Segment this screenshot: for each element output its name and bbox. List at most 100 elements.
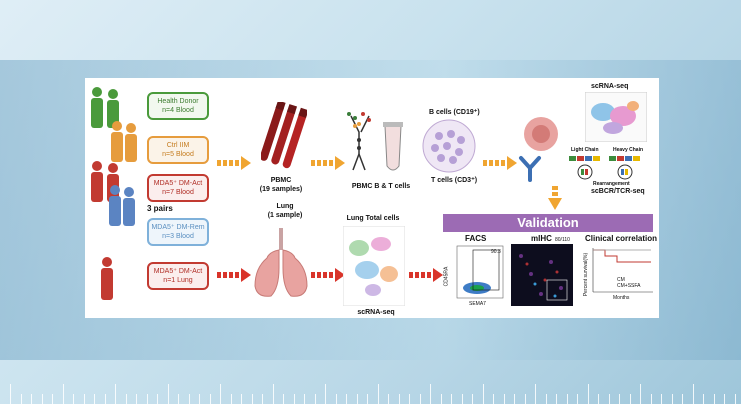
km-y-axis-label: Percent survival(%) bbox=[583, 252, 590, 297]
group-box-remission: MDA5⁺ DM-Rem n=3 Blood bbox=[147, 218, 209, 246]
ctrl-figures-icon bbox=[111, 121, 137, 162]
timeline-tick bbox=[304, 394, 305, 404]
b-cells-label: B cells (CD19⁺) bbox=[429, 109, 480, 116]
group-box-healthy: Health Donor n=4 Blood bbox=[147, 92, 209, 120]
mihc-image-icon bbox=[511, 244, 573, 306]
timeline-tick bbox=[503, 394, 505, 404]
t-cells-label: T cells (CD3⁺) bbox=[431, 177, 478, 184]
timeline-tick bbox=[230, 394, 232, 404]
timeline-tick bbox=[608, 394, 610, 404]
timeline-tick bbox=[178, 394, 179, 404]
timeline-tick bbox=[146, 394, 148, 404]
timeline-tick bbox=[640, 384, 641, 404]
timeline-tick bbox=[724, 394, 725, 404]
patient-figures bbox=[91, 87, 137, 300]
active-figures-icon bbox=[91, 161, 119, 202]
cell-plate-icon bbox=[422, 119, 476, 173]
scrna-seq-bottom-label: scRNA-seq bbox=[357, 309, 395, 316]
pbmc-label: PBMC(19 samples) bbox=[259, 177, 303, 193]
group-box-ctrl: Ctrl IIM n=5 Blood bbox=[147, 136, 209, 164]
facs-title: FACS bbox=[465, 234, 487, 243]
timeline-tick bbox=[419, 394, 421, 404]
timeline-tick bbox=[682, 394, 683, 404]
group-title: MDA5⁺ DM-Rem bbox=[151, 224, 205, 231]
timeline-tick bbox=[472, 394, 473, 404]
pbmc-bt-label: PBMC B & T cells bbox=[351, 183, 411, 190]
group-title: Health Donor bbox=[157, 98, 199, 105]
timeline-tick bbox=[367, 394, 368, 404]
timeline-tick bbox=[734, 394, 736, 404]
timeline-tick bbox=[272, 384, 274, 404]
timeline-tick bbox=[629, 394, 631, 404]
timeline-tick bbox=[157, 394, 158, 404]
km-legend-cm-ssfa: CM+SSFA bbox=[617, 283, 641, 289]
timeline-tick bbox=[692, 384, 694, 404]
group-count: n=1 Lung bbox=[163, 277, 193, 284]
timeline-tick bbox=[325, 384, 326, 404]
timeline-tick bbox=[409, 394, 410, 404]
b-cell-icon bbox=[524, 117, 558, 151]
km-x-axis-label: Months bbox=[613, 295, 630, 301]
timeline-tick bbox=[335, 394, 337, 404]
timeline-tick bbox=[461, 394, 463, 404]
lung-patient-figure-icon bbox=[101, 257, 113, 300]
remission-figures-icon bbox=[109, 185, 135, 226]
arrow-to-cell-icon bbox=[483, 156, 517, 170]
km-plot-icon bbox=[592, 248, 653, 293]
light-chain-label: Light Chain bbox=[571, 147, 599, 153]
chain-segments-icon bbox=[569, 156, 640, 180]
timeline-tick bbox=[598, 394, 599, 404]
validation-banner: Validation bbox=[443, 214, 653, 232]
timeline-tick bbox=[293, 394, 295, 404]
timeline-ticks bbox=[0, 364, 741, 404]
timeline-tick bbox=[535, 384, 536, 404]
group-box-lung: MDA5⁺ DM-Act n=1 Lung bbox=[147, 262, 209, 290]
timeline-tick bbox=[619, 394, 620, 404]
facs-plot-icon bbox=[456, 245, 504, 299]
timeline-tick bbox=[566, 394, 568, 404]
lung-umap-icon bbox=[343, 226, 405, 306]
group-title: MDA5⁺ DM-Act bbox=[153, 180, 203, 187]
arrow-to-pbmc-icon bbox=[217, 156, 251, 170]
timeline-tick bbox=[41, 394, 43, 404]
timeline-tick bbox=[52, 394, 53, 404]
timeline-tick bbox=[661, 394, 662, 404]
arrow-down-validation-icon bbox=[548, 186, 562, 210]
timeline-tick bbox=[199, 394, 200, 404]
arrow-to-lungcells-icon bbox=[311, 268, 345, 282]
group-box-active: MDA5⁺ DM-Act n=7 Blood bbox=[147, 174, 209, 202]
antibody-icon bbox=[519, 156, 541, 182]
timeline-tick bbox=[493, 394, 494, 404]
rearrangement-label: Rearrangement bbox=[593, 181, 630, 187]
timeline-tick bbox=[251, 394, 253, 404]
mihc-title: mIHC bbox=[531, 234, 552, 243]
timeline-tick bbox=[577, 394, 578, 404]
blood-tubes-icon bbox=[261, 102, 307, 169]
arrow-to-lung-icon bbox=[217, 268, 251, 282]
timeline-tick bbox=[514, 394, 515, 404]
timeline-tick bbox=[209, 394, 211, 404]
timeline-tick bbox=[356, 394, 358, 404]
group-count: n=4 Blood bbox=[162, 107, 194, 114]
timeline-tick bbox=[703, 394, 704, 404]
mihc-count-label: 80/110 bbox=[555, 237, 570, 243]
timeline-tick bbox=[136, 394, 137, 404]
lung-total-label: Lung Total cells bbox=[346, 215, 400, 222]
cell-sorter-icon bbox=[347, 112, 403, 171]
scbcr-label: scBCR/TCR-seq bbox=[591, 188, 645, 195]
timeline-tick bbox=[283, 394, 284, 404]
umap-top-icon bbox=[585, 92, 647, 142]
timeline-tick bbox=[482, 384, 484, 404]
timeline-tick bbox=[262, 394, 263, 404]
group-count: n=5 Blood bbox=[162, 151, 194, 158]
timeline-tick bbox=[188, 394, 190, 404]
timeline-tick bbox=[20, 394, 22, 404]
timeline-tick bbox=[220, 384, 221, 404]
timeline-tick bbox=[104, 394, 106, 404]
group-title: MDA5⁺ DM-Act bbox=[153, 268, 203, 275]
timeline-tick bbox=[388, 394, 389, 404]
arrow-to-validation-icon bbox=[409, 268, 443, 282]
clinical-title: Clinical correlation bbox=[585, 234, 658, 243]
facs-gate-value: 90.3 bbox=[491, 249, 501, 255]
timeline-tick bbox=[440, 394, 442, 404]
